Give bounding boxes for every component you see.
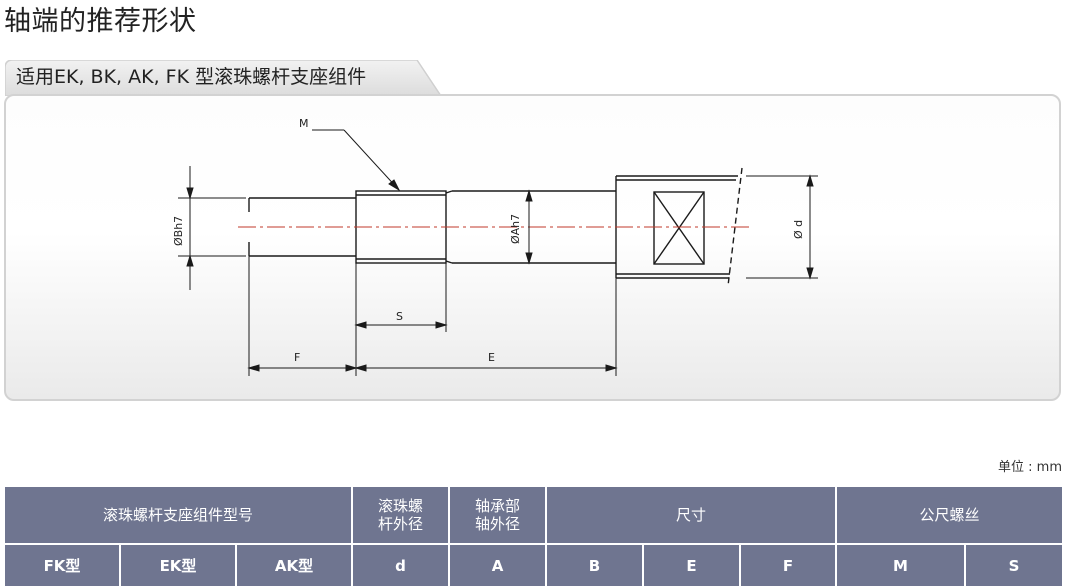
tab-label: 适用EK, BK, AK, FK 型滚珠螺杆支座组件 [16,66,367,88]
label-e: E [488,351,495,364]
header-ak: AK型 [235,543,353,588]
section-tab: 适用EK, BK, AK, FK 型滚珠螺杆支座组件 [5,60,443,96]
label-s: S [396,310,403,323]
header-metric-thread: 公尺螺丝 [834,485,1065,545]
shaft-end-drawing: M ØBh7 ØAh7 Ø d S F E [172,117,818,376]
label-ah7: ØAh7 [509,214,522,244]
header-model-group: 滚珠螺杆支座组件型号 [3,485,353,545]
header-a: A [448,543,547,588]
header-bearing-od: 轴承部 轴外径 [448,485,547,545]
spec-table: 滚珠螺杆支座组件型号 滚珠螺 杆外径 轴承部 轴外径 尺寸 公尺螺丝 FK型 E… [3,485,1065,588]
header-s: S [963,543,1065,588]
header-row-2: FK型 EK型 AK型 d A B E F M S [3,543,1065,588]
header-fk: FK型 [3,543,121,588]
dimension-lines [178,129,818,376]
label-m: M [299,117,309,130]
header-ek: EK型 [119,543,237,588]
shaft-outline [248,167,743,287]
drawing-panel: M ØBh7 ØAh7 Ø d S F E [4,94,1061,401]
header-m: M [835,543,966,588]
header-screw-od: 滚珠螺 杆外径 [351,485,450,545]
header-d: d [351,543,450,588]
header-e: E [642,543,741,588]
header-f: F [739,543,837,588]
label-bh7: ØBh7 [172,216,185,246]
label-d: Ø d [792,220,805,239]
header-row-1: 滚珠螺杆支座组件型号 滚珠螺 杆外径 轴承部 轴外径 尺寸 公尺螺丝 [3,485,1065,545]
page-title: 轴端的推荐形状 [4,6,197,37]
header-b: B [545,543,644,588]
unit-label: 单位 : mm [998,460,1062,475]
label-f: F [294,351,300,364]
tab-shape [5,60,442,96]
header-dimensions: 尺寸 [545,485,837,545]
